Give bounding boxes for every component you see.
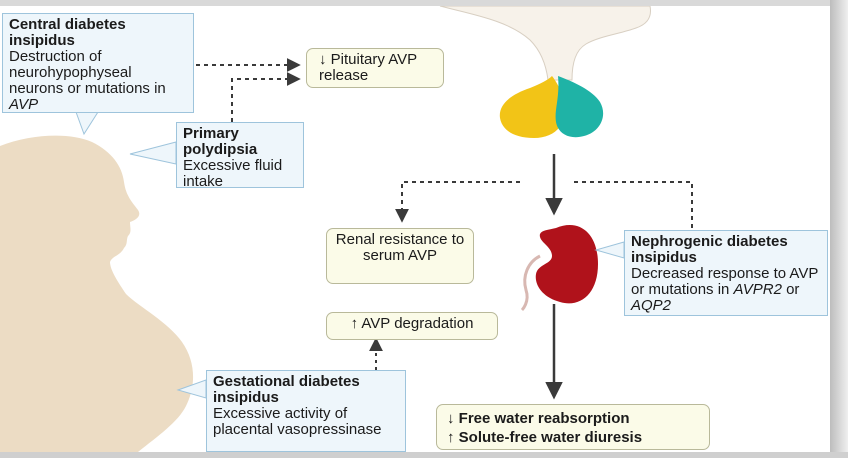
pituitary-release-text: ↓ Pituitary AVP release [319, 51, 417, 84]
page-edge-shadow [830, 0, 848, 458]
central-di-gene: AVP [9, 96, 39, 113]
nephrogenic-gene-avpr2: AVPR2 [733, 281, 782, 298]
diagram-artwork [0, 6, 693, 452]
outcome-line-1: ↓ Free water reabsorption [447, 410, 630, 427]
central-callout-pointer [75, 111, 99, 136]
nephrogenic-di-title: Nephrogenic diabetes insipidus [631, 233, 788, 266]
nephrogenic-gene-aqp2: AQP2 [631, 297, 672, 314]
woman-silhouette-icon [0, 135, 194, 452]
nephrogenic-callout-pointer [594, 241, 625, 259]
diagram-canvas: Central diabetes insipidus Destruction o… [0, 6, 830, 452]
primary-polydipsia-title: Primary polydipsia [183, 125, 258, 158]
posterior-lobe-icon [499, 76, 565, 138]
gestational-di-body: Excessive activity of placental vasopres… [213, 405, 382, 438]
central-di-body: Destruction of neurohypophyseal neurons … [9, 49, 187, 113]
pituitary-stalk-icon [439, 6, 651, 81]
central-di-title: Central diabetes insipidus [9, 16, 126, 49]
nephrogenic-gene-joiner: or [781, 281, 800, 298]
arrow-split-to-renal [395, 181, 520, 223]
gestational-di-callout: Gestational diabetes insipidus Excessive… [206, 370, 406, 452]
outcome-line-2: ↑ Solute-free water diuresis [447, 429, 643, 446]
kidney-icon [535, 225, 598, 304]
nephrogenic-di-text: Decreased response to AVP or mutations i… [631, 265, 819, 298]
renal-resistance-box: Renal resistance to serum AVP [326, 228, 474, 284]
primary-callout-pointer [129, 141, 177, 165]
ureter-icon [520, 254, 541, 312]
outcome-box: ↓ Free water reabsorption ↑ Solute-free … [436, 404, 710, 450]
anterior-lobe-icon [555, 76, 604, 138]
nephrogenic-di-body: Decreased response to AVP or mutations i… [631, 266, 821, 314]
avp-degradation-box: ↑ AVP degradation [326, 312, 498, 340]
nephrogenic-di-callout: Nephrogenic diabetes insipidus Decreased… [624, 230, 828, 316]
gestational-di-title: Gestational diabetes insipidus [213, 373, 360, 406]
pituitary-release-box: ↓ Pituitary AVP release [306, 48, 444, 88]
central-di-text: Destruction of neurohypophyseal neurons … [9, 48, 166, 97]
arrow-split-to-nephrogenic [574, 181, 693, 228]
renal-resistance-text: Renal resistance to serum AVP [335, 231, 465, 264]
primary-polydipsia-callout: Primary polydipsia Excessive fluid intak… [176, 122, 304, 190]
central-di-callout: Central diabetes insipidus Destruction o… [2, 13, 194, 113]
avp-degradation-text: ↑ AVP degradation [350, 315, 474, 332]
page-bottom-shadow [0, 452, 848, 458]
arrow-primary-to-release [231, 72, 301, 122]
primary-polydipsia-body: Excessive fluid intake [183, 157, 283, 190]
